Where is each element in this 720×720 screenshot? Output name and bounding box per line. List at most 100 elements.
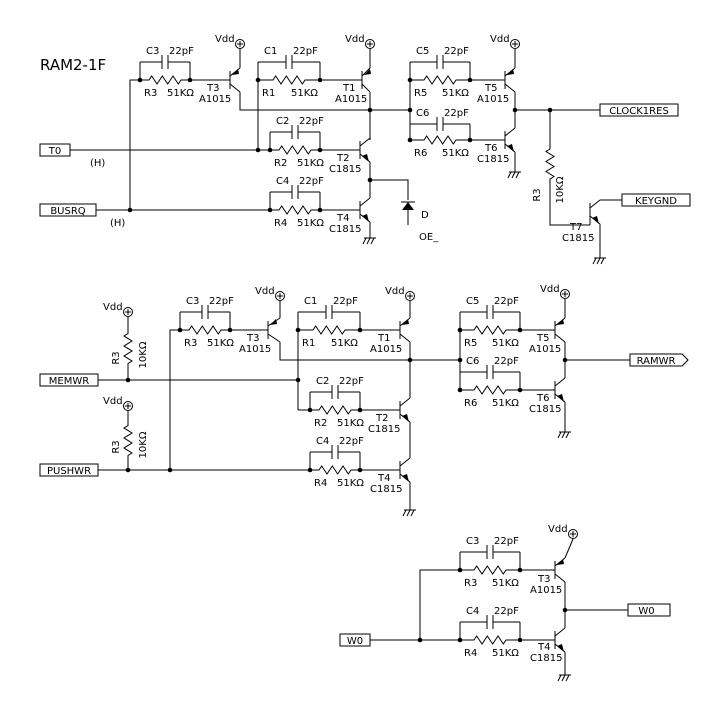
transistor-ref-t7: T7 <box>569 222 582 233</box>
capacitor-plates <box>460 365 520 379</box>
res-ref-3: R3 <box>184 338 197 349</box>
vdd-terminal <box>568 529 578 539</box>
vdd-label: Vdd <box>103 302 123 313</box>
oe-label: OE_ <box>419 232 439 243</box>
vdd-label: Vdd <box>345 34 365 45</box>
res-ref-1: R1 <box>262 88 275 99</box>
transistor-t5 <box>554 317 566 343</box>
wire <box>549 218 590 226</box>
w0-port: W0 <box>347 636 363 647</box>
transistor-ref-t4: T4 <box>336 213 349 224</box>
ground-tick <box>366 237 371 245</box>
transistor-arrow <box>507 144 514 152</box>
resistor-r3a <box>123 317 133 380</box>
transistor-arrow <box>364 69 371 75</box>
vdd-terminal <box>560 289 570 299</box>
capacitor-6 <box>460 365 520 379</box>
resistor-3 <box>180 325 230 335</box>
ground-tick <box>402 509 407 517</box>
capacitor-4 <box>460 615 520 629</box>
transistor-lead-lower <box>361 83 371 93</box>
res-ref-r3a: R3 <box>111 351 122 364</box>
transistor-arrow <box>557 394 564 402</box>
vdd-label: Vdd <box>385 286 405 297</box>
transistor-arrow <box>402 319 409 325</box>
res-ref-4: R4 <box>314 478 327 489</box>
diagram-title: RAM2-1F <box>40 56 106 74</box>
transistor-type-t4: C1815 <box>530 653 562 664</box>
capacitor-plates <box>270 185 320 199</box>
res-value-1: 51KΩ <box>291 88 318 99</box>
resistor-2 <box>310 405 360 415</box>
cap-ref-1: C1 <box>304 296 317 307</box>
capacitor-6 <box>410 117 470 131</box>
res-value-5: 51KΩ <box>442 88 469 99</box>
capacitor-plates <box>180 305 230 319</box>
res-value-3: 51KΩ <box>167 88 194 99</box>
transistor-type-t3: A1015 <box>199 94 231 105</box>
vdd-label: Vdd <box>215 34 235 45</box>
wire <box>370 179 409 200</box>
resistor-6 <box>460 385 520 395</box>
transistor-t4 <box>359 197 371 223</box>
transistor-ref-t2: T2 <box>336 153 349 164</box>
transistor-arrow <box>402 474 409 482</box>
transistor-arrow <box>232 69 239 75</box>
transistor-lead-lower <box>399 333 411 343</box>
res-value-2: 51KΩ <box>337 418 364 429</box>
cap-ref-5: C5 <box>416 46 429 57</box>
transistor-arrow <box>402 414 409 422</box>
res-value-2: 51KΩ <box>297 158 324 169</box>
cap-value-6: 22pF <box>444 108 469 119</box>
res-value-r3a: 10KΩ <box>138 341 149 368</box>
capacitor-4 <box>270 185 320 199</box>
res-ref-4: R4 <box>274 218 287 229</box>
transistor-lead-upper <box>554 377 566 387</box>
ground-symbol <box>557 431 571 439</box>
transistor-t4 <box>399 457 411 483</box>
transistor-type-t3: A1015 <box>530 585 562 596</box>
capacitor-3 <box>140 55 190 69</box>
transistor-t3 <box>554 557 566 583</box>
transistor-t2 <box>399 397 411 423</box>
capacitor-plates <box>270 125 320 139</box>
cap-value-4: 22pF <box>339 436 364 447</box>
cap-ref-4: C4 <box>276 176 289 187</box>
transistor-type-t3: A1015 <box>239 344 271 355</box>
resistor-6 <box>410 135 470 145</box>
transistor-lead-lower <box>504 83 516 93</box>
wire <box>279 342 410 361</box>
clockres-port-box <box>599 103 679 117</box>
cap-ref-5: C5 <box>466 296 479 307</box>
t0-level-note: (H) <box>90 158 105 169</box>
transistor-t1 <box>361 67 371 93</box>
transistor-lead-upper <box>361 67 371 77</box>
cap-value-1: 22pF <box>293 46 318 57</box>
ground-tick <box>600 257 605 265</box>
busrq-port: BUSRQ <box>50 206 85 217</box>
vdd-terminal <box>123 401 133 411</box>
resistor-4 <box>310 465 360 475</box>
transistor-type-t4: C1815 <box>370 484 402 495</box>
transistor-ref-t3: T3 <box>537 574 550 585</box>
resistor-4 <box>460 635 520 645</box>
res-ref-5: R5 <box>464 338 477 349</box>
transistor-type-t6: C1815 <box>529 404 561 415</box>
transistor-ref-t6: T6 <box>536 393 549 404</box>
capacitor-4 <box>310 445 360 459</box>
ground-tick <box>561 674 566 682</box>
wire <box>169 329 180 470</box>
ground-tick <box>511 171 516 179</box>
ground-tick <box>565 674 570 682</box>
keygnd-port: KEYGND <box>635 196 677 207</box>
transistor-t6 <box>554 377 566 403</box>
resistor-2 <box>270 145 320 155</box>
ground-symbol <box>592 257 606 265</box>
cap-ref-3: C3 <box>146 46 159 57</box>
ramwr-port-box <box>629 353 689 367</box>
transistor-lead-upper <box>554 627 566 637</box>
ground-tick <box>410 509 415 517</box>
vdd-terminal <box>123 307 133 317</box>
transistor-lead-lower <box>554 333 566 343</box>
ground-tick <box>515 171 520 179</box>
